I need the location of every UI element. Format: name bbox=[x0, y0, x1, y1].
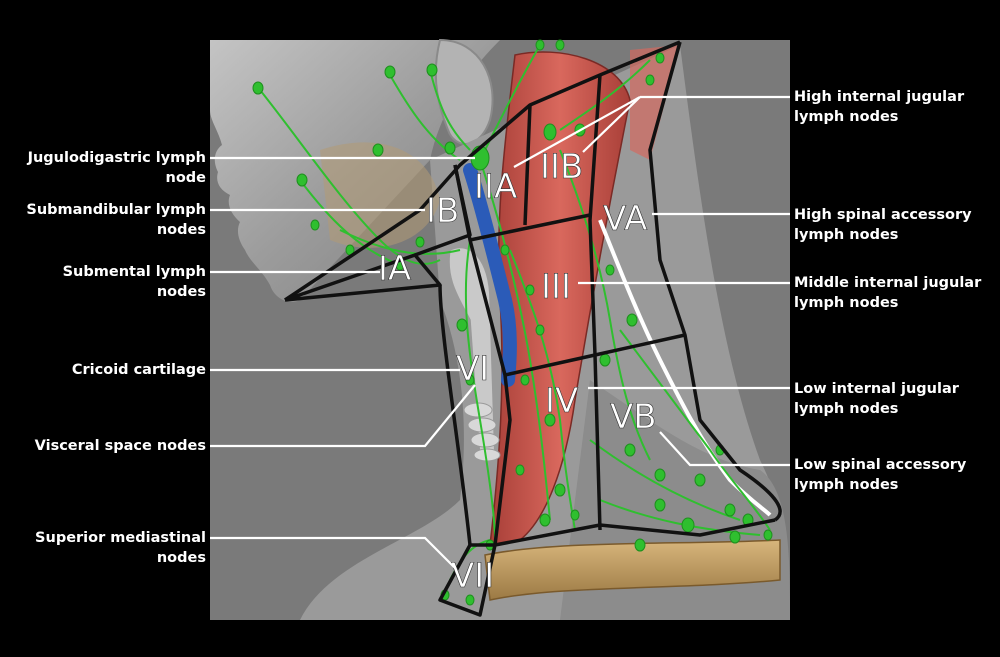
level-iii: III bbox=[541, 267, 571, 307]
level-labels: IA IB IIA IIB III IV VA VB VI VII bbox=[378, 147, 657, 597]
label-middle-internal-jugular: Middle internal jugular lymph nodes bbox=[794, 275, 982, 311]
label-submental: Submental lymph nodes bbox=[62, 264, 206, 300]
clavicle bbox=[484, 539, 781, 601]
level-iv: IV bbox=[545, 381, 578, 421]
label-cricoid: Cricoid cartilage bbox=[71, 362, 206, 378]
level-va: VA bbox=[603, 199, 647, 239]
level-iia: IIA bbox=[474, 167, 517, 207]
level-ia: IA bbox=[378, 249, 411, 289]
level-boundaries bbox=[284, 40, 782, 617]
label-low-internal-jugular: Low internal jugular lymph nodes bbox=[794, 381, 959, 417]
leader-lines bbox=[210, 95, 790, 569]
label-high-spinal-accessory: High spinal accessory lymph nodes bbox=[794, 207, 972, 243]
label-jugulodigastric: Jugulodigastric lymph node bbox=[27, 150, 206, 186]
lymph-vessels bbox=[259, 44, 771, 581]
level-vii: VII bbox=[451, 556, 494, 596]
label-superior-mediastinal: Superior mediastinal nodes bbox=[35, 530, 206, 566]
trachea bbox=[448, 246, 501, 462]
level-ib: IB bbox=[426, 191, 459, 231]
gland-tint bbox=[320, 142, 440, 248]
trapezius bbox=[630, 45, 680, 160]
level-iib: IIB bbox=[540, 147, 583, 187]
level-vb: VB bbox=[610, 397, 657, 437]
label-visceral: Visceral space nodes bbox=[34, 438, 206, 454]
label-low-spinal-accessory: Low spinal accessory lymph nodes bbox=[794, 457, 967, 493]
label-submandibular: Submandibular lymph nodes bbox=[26, 202, 206, 238]
jugular-vein bbox=[463, 163, 517, 387]
level-vi: VI bbox=[456, 349, 489, 389]
label-high-internal-jugular: High internal jugular lymph nodes bbox=[794, 89, 965, 125]
